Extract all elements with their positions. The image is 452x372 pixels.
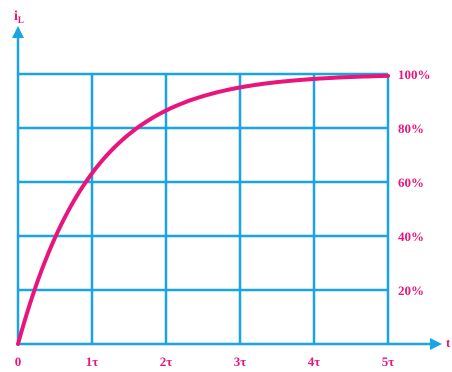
x-tick-label: 3τ [234, 354, 247, 369]
y-tick-label: 80% [398, 121, 424, 136]
x-tick-label: 2τ [160, 354, 173, 369]
labels: iL t [14, 9, 451, 350]
x-tick-labels: 0 1τ 2τ 3τ 4τ 5τ [15, 354, 395, 369]
y-tick-label: 40% [398, 229, 424, 244]
x-tick-label: 4τ [308, 354, 321, 369]
x-axis-arrow-icon [430, 338, 442, 350]
series-line-iL [16, 73, 390, 346]
x-tick-label: 0 [15, 354, 22, 369]
axes [12, 26, 442, 350]
curve-layer [16, 73, 390, 346]
x-tick-label: 1τ [86, 354, 99, 369]
x-tick-label: 5τ [382, 354, 395, 369]
y-tick-label: 60% [398, 175, 424, 190]
y-axis-label: iL [14, 9, 24, 25]
y-tick-label: 20% [398, 283, 424, 298]
y-axis-arrow-icon [12, 26, 24, 38]
x-axis-label: t [446, 335, 451, 350]
y-tick-labels: 20% 40% 60% 80% 100% [398, 67, 431, 298]
grid [18, 72, 390, 344]
y-tick-label: 100% [398, 67, 431, 82]
